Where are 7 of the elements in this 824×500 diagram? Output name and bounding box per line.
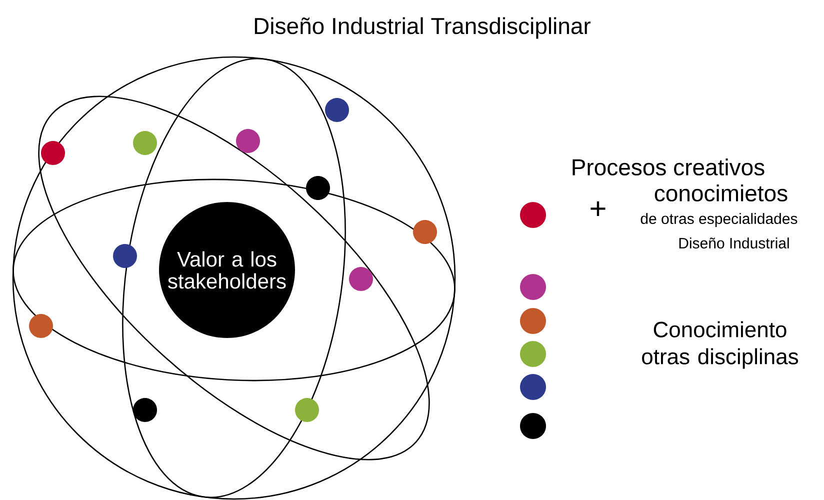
legend-text: Conocimiento otras disciplinas: [642, 321, 798, 369]
label-text: de otras especialidades: [640, 213, 798, 227]
label-text: Diseño Industrial: [679, 238, 789, 248]
title: Diseño Industrial Transdisciplinar: [254, 17, 591, 39]
label-text: +: [590, 201, 606, 216]
legend-text: Procesos creativos: [572, 158, 764, 176]
label-text: conocimietos: [654, 184, 788, 202]
